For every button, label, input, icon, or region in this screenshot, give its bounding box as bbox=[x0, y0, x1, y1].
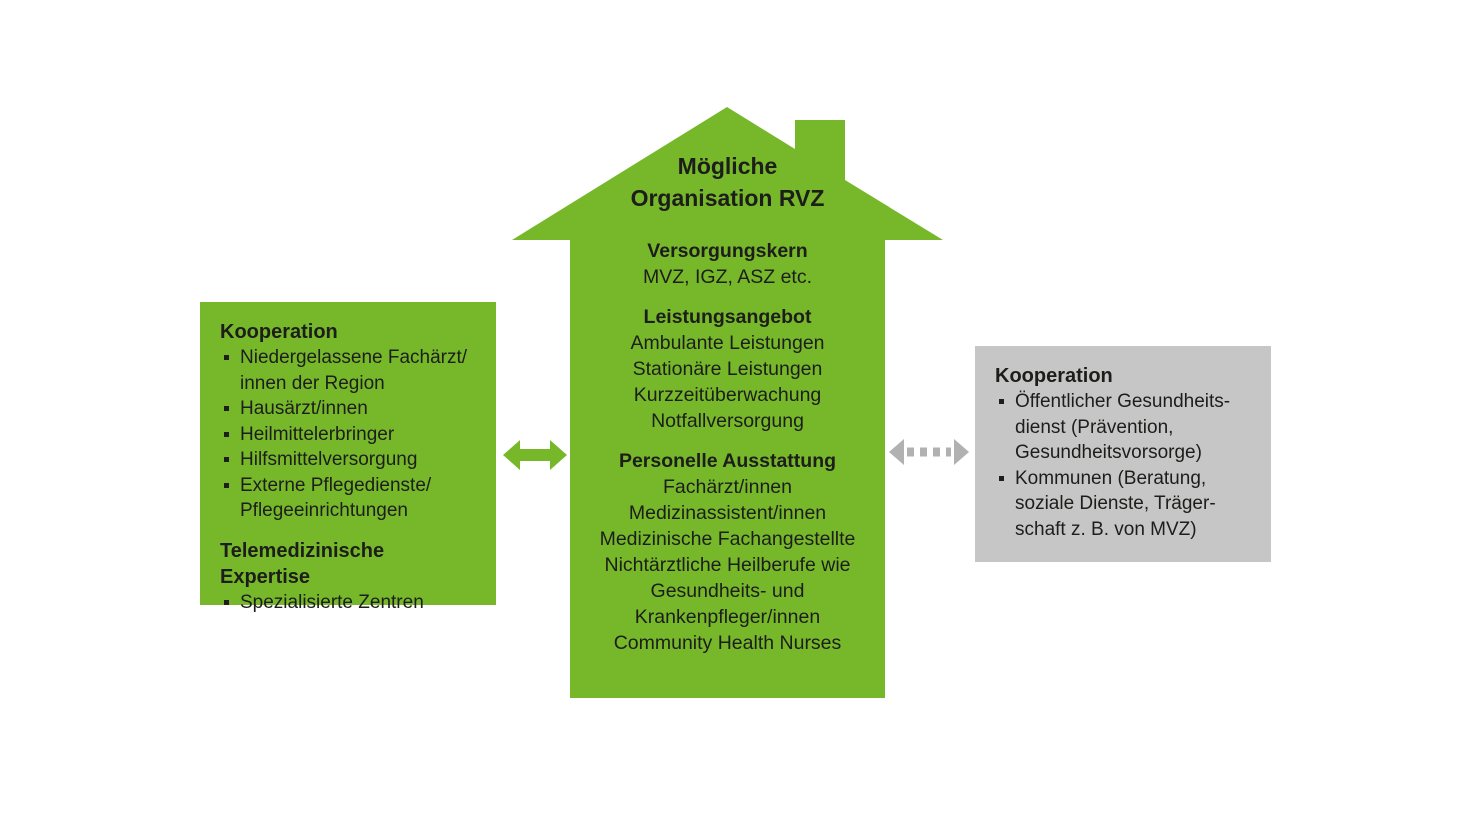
section-leistungsangebot: Leistungsangebot Ambulante Leistungen St… bbox=[570, 304, 885, 434]
house-content: Mögliche Organisation RVZ Versorgungsker… bbox=[570, 150, 885, 670]
bullet-square-icon bbox=[999, 399, 1004, 404]
list-item: Heilmittelerbringer bbox=[220, 422, 478, 448]
section-lines: Fachärzt/innen Medizinassistent/innen Me… bbox=[599, 476, 856, 654]
house-silhouette bbox=[512, 107, 943, 698]
house-icon bbox=[512, 107, 943, 698]
list-item: Öffentlicher Gesundheits- dienst (Präven… bbox=[995, 389, 1253, 466]
list-item-text: Externe Pflegedienste/ Pflegeeinrichtung… bbox=[240, 474, 432, 522]
telemedizin-list: Spezialisierte Zentren bbox=[220, 590, 478, 616]
section-heading: Versorgungskern bbox=[647, 240, 808, 262]
list-item: Hilfsmittelversorgung bbox=[220, 447, 478, 473]
section-versorgungskern: Versorgungskern MVZ, IGZ, ASZ etc. bbox=[570, 238, 885, 290]
bullet-square-icon bbox=[224, 457, 229, 462]
list-item: Kommunen (Beratung, soziale Dienste, Trä… bbox=[995, 466, 1253, 543]
right-kooperation-list: Öffentlicher Gesundheits- dienst (Präven… bbox=[995, 389, 1253, 542]
list-item-text: Hilfsmittelversorgung bbox=[240, 449, 418, 470]
list-item-text: Öffentlicher Gesundheits- dienst (Präven… bbox=[1015, 391, 1231, 463]
right-kooperation-box: Kooperation Öffentlicher Gesundheits- di… bbox=[975, 346, 1271, 562]
diagram-title: Mögliche Organisation RVZ bbox=[630, 153, 825, 211]
section-personelle-ausstattung: Personelle Ausstattung Fachärzt/innen Me… bbox=[570, 448, 885, 656]
left-kooperation-box: Kooperation Niedergelassene Fachärzt/ in… bbox=[200, 302, 496, 613]
bullet-square-icon bbox=[224, 599, 229, 605]
section-lines: MVZ, IGZ, ASZ etc. bbox=[642, 266, 813, 288]
list-item: Spezialisierte Zentren bbox=[220, 590, 478, 616]
section-lines: Ambulante Leistungen Stationäre Leistung… bbox=[630, 332, 825, 432]
list-item-text: Kommunen (Beratung, soziale Dienste, Trä… bbox=[1015, 467, 1216, 540]
solid-double-arrow-icon bbox=[503, 440, 567, 470]
bullet-square-icon bbox=[224, 406, 229, 411]
list-item-text: Spezialisierte Zentren bbox=[240, 591, 424, 613]
list-item-text: Heilmittelerbringer bbox=[240, 423, 395, 445]
list-item: Externe Pflegedienste/ Pflegeeinrichtung… bbox=[220, 473, 478, 524]
bullet-square-icon bbox=[224, 431, 229, 437]
bullet-square-icon bbox=[224, 355, 229, 360]
dashed-double-arrow-icon bbox=[889, 439, 969, 465]
box-subheading: Telemedizinische Expertise bbox=[220, 539, 385, 588]
box-heading: Kooperation bbox=[995, 365, 1113, 387]
section-heading: Personelle Ausstattung bbox=[618, 450, 837, 472]
section-heading: Leistungsangebot bbox=[643, 306, 812, 328]
list-item: Niedergelassene Fachärzt/ innen der Regi… bbox=[220, 345, 478, 396]
list-item-text: Hausärzt/innen bbox=[240, 398, 368, 419]
bullet-square-icon bbox=[224, 482, 229, 488]
list-item: Hausärzt/innen bbox=[220, 396, 478, 422]
box-heading: Kooperation bbox=[220, 321, 338, 343]
list-item-text: Niedergelassene Fachärzt/ innen der Regi… bbox=[240, 347, 468, 394]
bullet-square-icon bbox=[999, 475, 1004, 481]
left-kooperation-list: Niedergelassene Fachärzt/ innen der Regi… bbox=[220, 345, 478, 524]
